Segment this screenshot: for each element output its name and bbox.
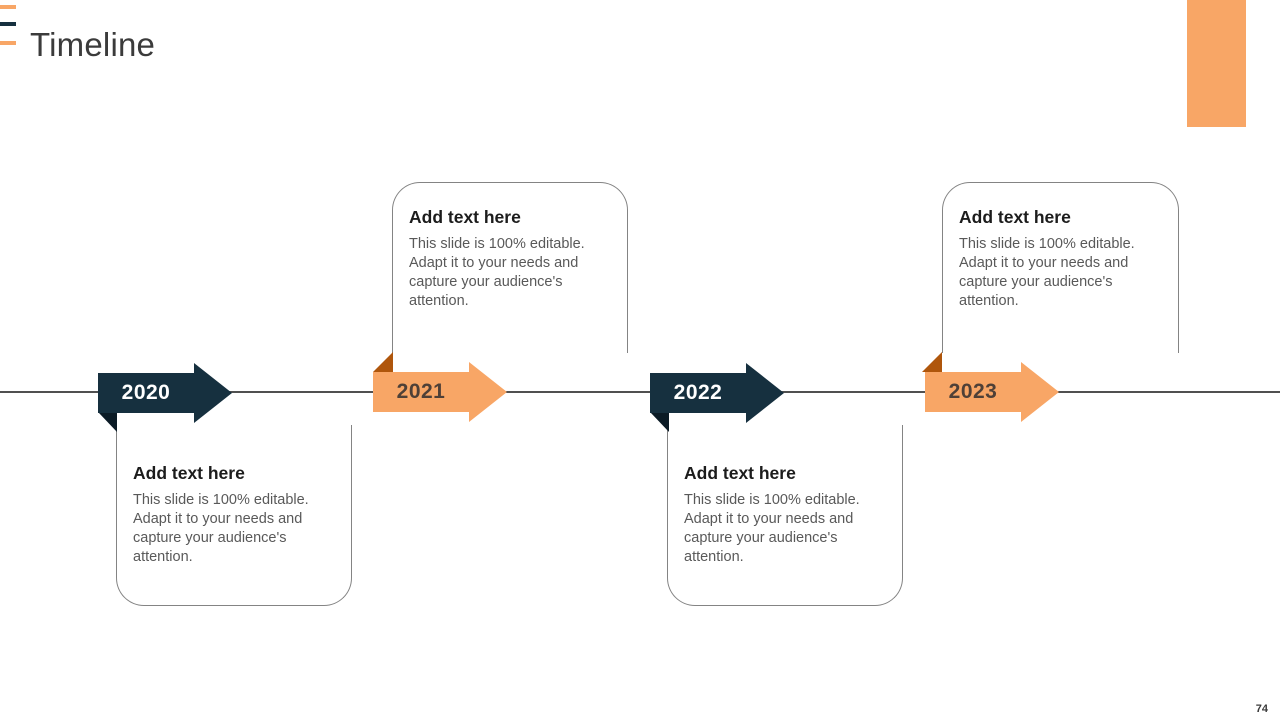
timeline-axis-line	[0, 391, 1280, 393]
page-number: 74	[1255, 703, 1268, 715]
page-title: Timeline	[30, 26, 156, 63]
event-card: Add text here This slide is 100% editabl…	[667, 425, 903, 606]
accent-bar-navy	[0, 22, 16, 26]
fold-triangle-icon	[99, 413, 117, 432]
right-arrow-icon	[650, 363, 784, 423]
card-body: This slide is 100% editable. Adapt it to…	[133, 492, 309, 565]
card-body: This slide is 100% editable. Adapt it to…	[684, 492, 860, 565]
year-label: 2021	[396, 380, 446, 403]
top-right-accent-block	[1187, 0, 1246, 127]
event-card: Add text here This slide is 100% editabl…	[392, 182, 628, 353]
card-heading: Add text here	[684, 463, 796, 483]
card-heading: Add text here	[959, 207, 1071, 227]
year-arrow: 2022	[650, 363, 784, 423]
event-card: Add text here This slide is 100% editabl…	[116, 425, 352, 606]
year-arrow: 2021	[373, 362, 507, 422]
right-arrow-icon	[925, 362, 1059, 422]
year-label: 2023	[948, 380, 998, 403]
year-label: 2022	[673, 381, 723, 404]
right-arrow-icon	[373, 362, 507, 422]
fold-triangle-icon	[373, 352, 393, 372]
year-arrow: 2020	[98, 363, 232, 423]
right-arrow-icon	[98, 363, 232, 423]
card-heading: Add text here	[409, 207, 521, 227]
year-arrow: 2023	[925, 362, 1059, 422]
fold-triangle-icon	[922, 352, 942, 372]
accent-bar-orange-bottom	[0, 41, 16, 45]
event-card: Add text here This slide is 100% editabl…	[942, 182, 1179, 353]
card-heading: Add text here	[133, 463, 245, 483]
year-label: 2020	[121, 381, 171, 404]
card-body: This slide is 100% editable. Adapt it to…	[409, 236, 585, 309]
card-body: This slide is 100% editable. Adapt it to…	[959, 236, 1135, 309]
fold-triangle-icon	[651, 413, 669, 432]
accent-bar-orange-top	[0, 5, 16, 9]
